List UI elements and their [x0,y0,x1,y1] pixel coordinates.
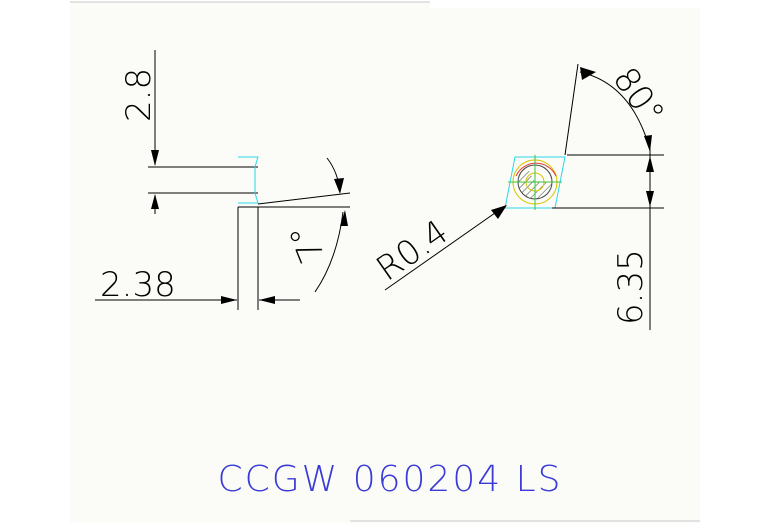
side-view [95,50,351,310]
offset-label: 2.38 [100,265,176,305]
offset-arrow-left [221,296,237,304]
top-view [504,155,566,210]
insert-designation: CCGW 060204 LS [218,459,563,500]
radius-leader-arrow [491,205,507,219]
nose-angle-arrow-right [644,135,652,152]
clearance-angle-arrow-lower [340,210,348,226]
nose-angle-arrow-left [580,67,596,80]
radius-leader-line [384,205,506,291]
thickness-arrow-lower [151,194,159,209]
clearance-angle-arrow-upper [334,178,344,194]
thickness-label: 2.8 [119,68,159,122]
thickness-arrow-upper [151,150,159,166]
clearance-angle-line [257,192,351,205]
hole-edge-arc [515,162,557,177]
ic-arrow-bottom [646,191,654,207]
drawing-sheet [70,2,700,523]
offset-arrow-right [259,296,275,304]
hole-hatch-upper-left [518,167,535,182]
side-view-outline [238,156,259,204]
top-view-dimensions [384,63,664,330]
ic-arrow-top [646,156,654,172]
inscribed-circle-label: 6.35 [611,249,651,325]
nose-angle-ext-line [564,63,579,156]
